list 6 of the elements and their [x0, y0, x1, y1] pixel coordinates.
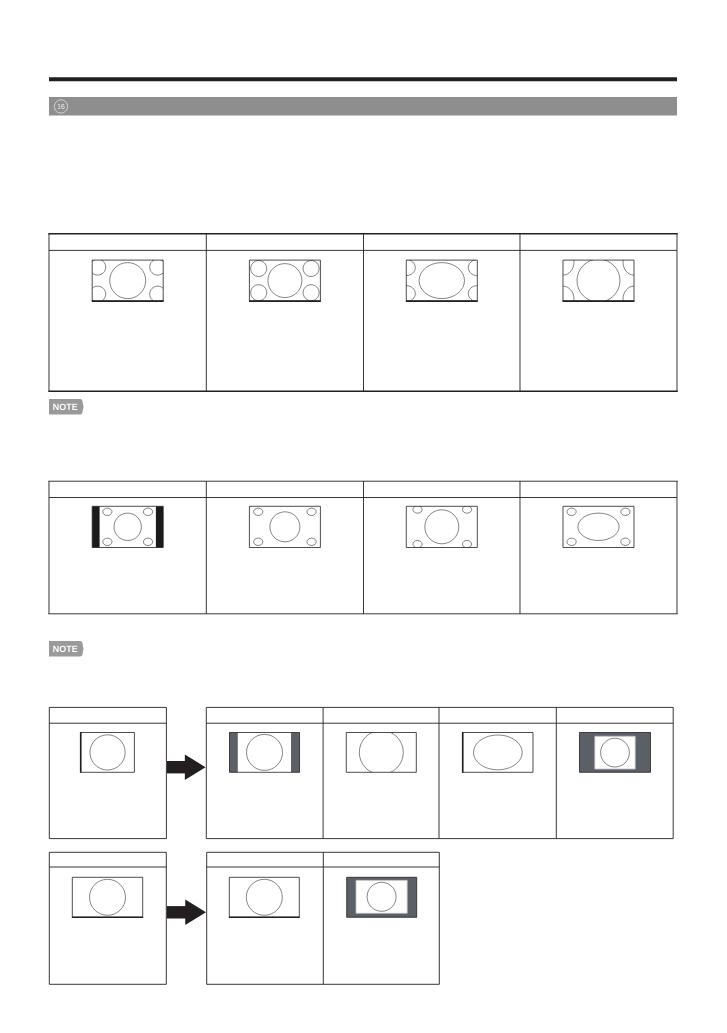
- table-panel: [48, 706, 167, 840]
- note-badge: NOTE: [49, 399, 84, 415]
- table-panel: [48, 851, 167, 985]
- table-panel: [205, 706, 674, 840]
- table-panel: [206, 851, 440, 985]
- note-badge: NOTE: [49, 641, 84, 657]
